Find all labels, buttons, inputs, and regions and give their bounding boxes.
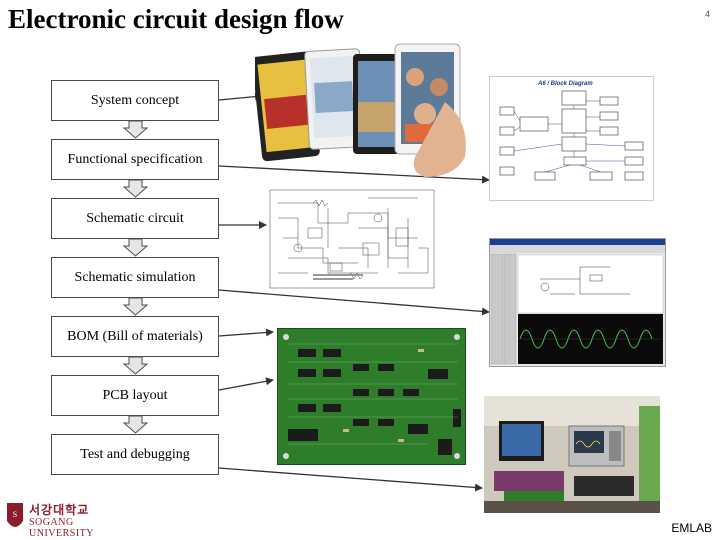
connector-functional-spec: [218, 165, 490, 184]
circuit-simulation-screenshot: [489, 238, 666, 367]
down-arrow-5: [122, 356, 149, 375]
pcb-board-photo: [277, 328, 466, 465]
connector-system-concept: [218, 92, 263, 101]
connector-bom: [218, 328, 274, 337]
block-diagram-title: A6 / Block Diagram: [538, 81, 593, 87]
slide-title: Electronic circuit design flow: [8, 4, 344, 34]
down-arrow-6: [122, 415, 149, 434]
connector-pcb-layout: [218, 377, 274, 391]
down-arrow-4: [122, 297, 149, 316]
block-diagram-image: A6 / Block Diagram: [489, 76, 654, 201]
university-crest-icon: S: [7, 503, 23, 527]
step-bom: BOM (Bill of materials): [51, 316, 219, 357]
step-test-debugging: Test and debugging: [51, 434, 219, 475]
slide-number: 4: [705, 9, 711, 19]
logo-english-text: SOGANG UNIVERSITY: [29, 517, 94, 539]
step-schematic-simulation: Schematic simulation: [51, 257, 219, 298]
step-pcb-layout: PCB layout: [51, 375, 219, 416]
svg-text:S: S: [13, 510, 17, 519]
down-arrow-1: [122, 120, 149, 139]
logo-korean-text: 서강대학교: [29, 503, 90, 517]
step-system-concept: System concept: [51, 80, 219, 121]
connector-test-debugging: [218, 467, 483, 492]
step-functional-specification: Functional specification: [51, 139, 219, 180]
tablet-devices-photo: [255, 42, 480, 180]
step-schematic-circuit: Schematic circuit: [51, 198, 219, 239]
schematic-drawing-image: [268, 188, 436, 290]
university-logo: S 서강대학교 SOGANG UNIVERSITY: [5, 499, 110, 539]
connector-schematic-simulation: [218, 289, 490, 316]
down-arrow-2: [122, 179, 149, 198]
footer-lab-name: EMLAB: [671, 521, 712, 535]
test-bench-photo: [484, 396, 660, 513]
down-arrow-3: [122, 238, 149, 257]
